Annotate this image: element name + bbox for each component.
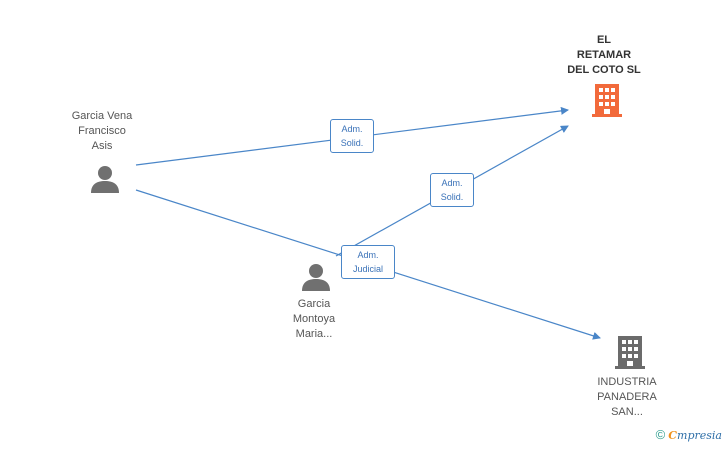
company2-name-line1: INDUSTRIA (597, 376, 657, 388)
building-icon[interactable] (613, 334, 647, 370)
person2-name-line1: Garcia (297, 298, 331, 310)
edge-label-e3-line1: Adm. (357, 250, 379, 260)
person1-name: Garcia Vena Francisco Asis (52, 109, 152, 154)
person1-name-line3: Asis (91, 140, 113, 152)
edge-label-e2[interactable]: Adm. Solid. (430, 173, 474, 207)
company2-name-line2: PANADERA (597, 391, 657, 403)
edge-label-e2-line1: Adm. (441, 178, 463, 188)
brand-logo-initial: C (668, 429, 678, 442)
edge-label-e1[interactable]: Adm. Solid. (330, 119, 374, 153)
building-icon[interactable] (590, 82, 624, 118)
edge-label-e1-line1: Adm. (341, 124, 363, 134)
person1-name-line2: Francisco (78, 125, 126, 137)
company2-name: INDUSTRIA PANADERA SAN... (577, 375, 677, 420)
company1-name-line1: EL (596, 34, 612, 46)
edge-label-e1-line2: Solid. (340, 138, 364, 148)
brand-logo-rest: mpresia (677, 429, 722, 442)
person2-name-line3: Maria... (295, 328, 333, 340)
person2-name: Garcia Montoya Maria... (264, 297, 364, 342)
person1-name-line1: Garcia Vena (71, 110, 133, 122)
edge-label-e2-line2: Solid. (440, 192, 464, 202)
company1-name-line2: RETAMAR (576, 49, 632, 61)
brand-logo[interactable]: Cmpresia (668, 429, 722, 442)
person-icon[interactable] (90, 164, 120, 194)
edge-label-e3-line2: Judicial (352, 264, 383, 274)
person2-name-line2: Montoya (292, 313, 336, 325)
edge-label-e3[interactable]: Adm. Judicial (341, 245, 395, 279)
company1-name: EL RETAMAR DEL COTO SL (554, 33, 654, 78)
company2-name-line3: SAN... (611, 406, 643, 418)
copyright-footer: © Cmpresia (656, 427, 722, 442)
copyright-icon: © (655, 427, 666, 442)
person-icon[interactable] (301, 262, 331, 292)
company1-name-line3: DEL COTO SL (567, 64, 641, 76)
